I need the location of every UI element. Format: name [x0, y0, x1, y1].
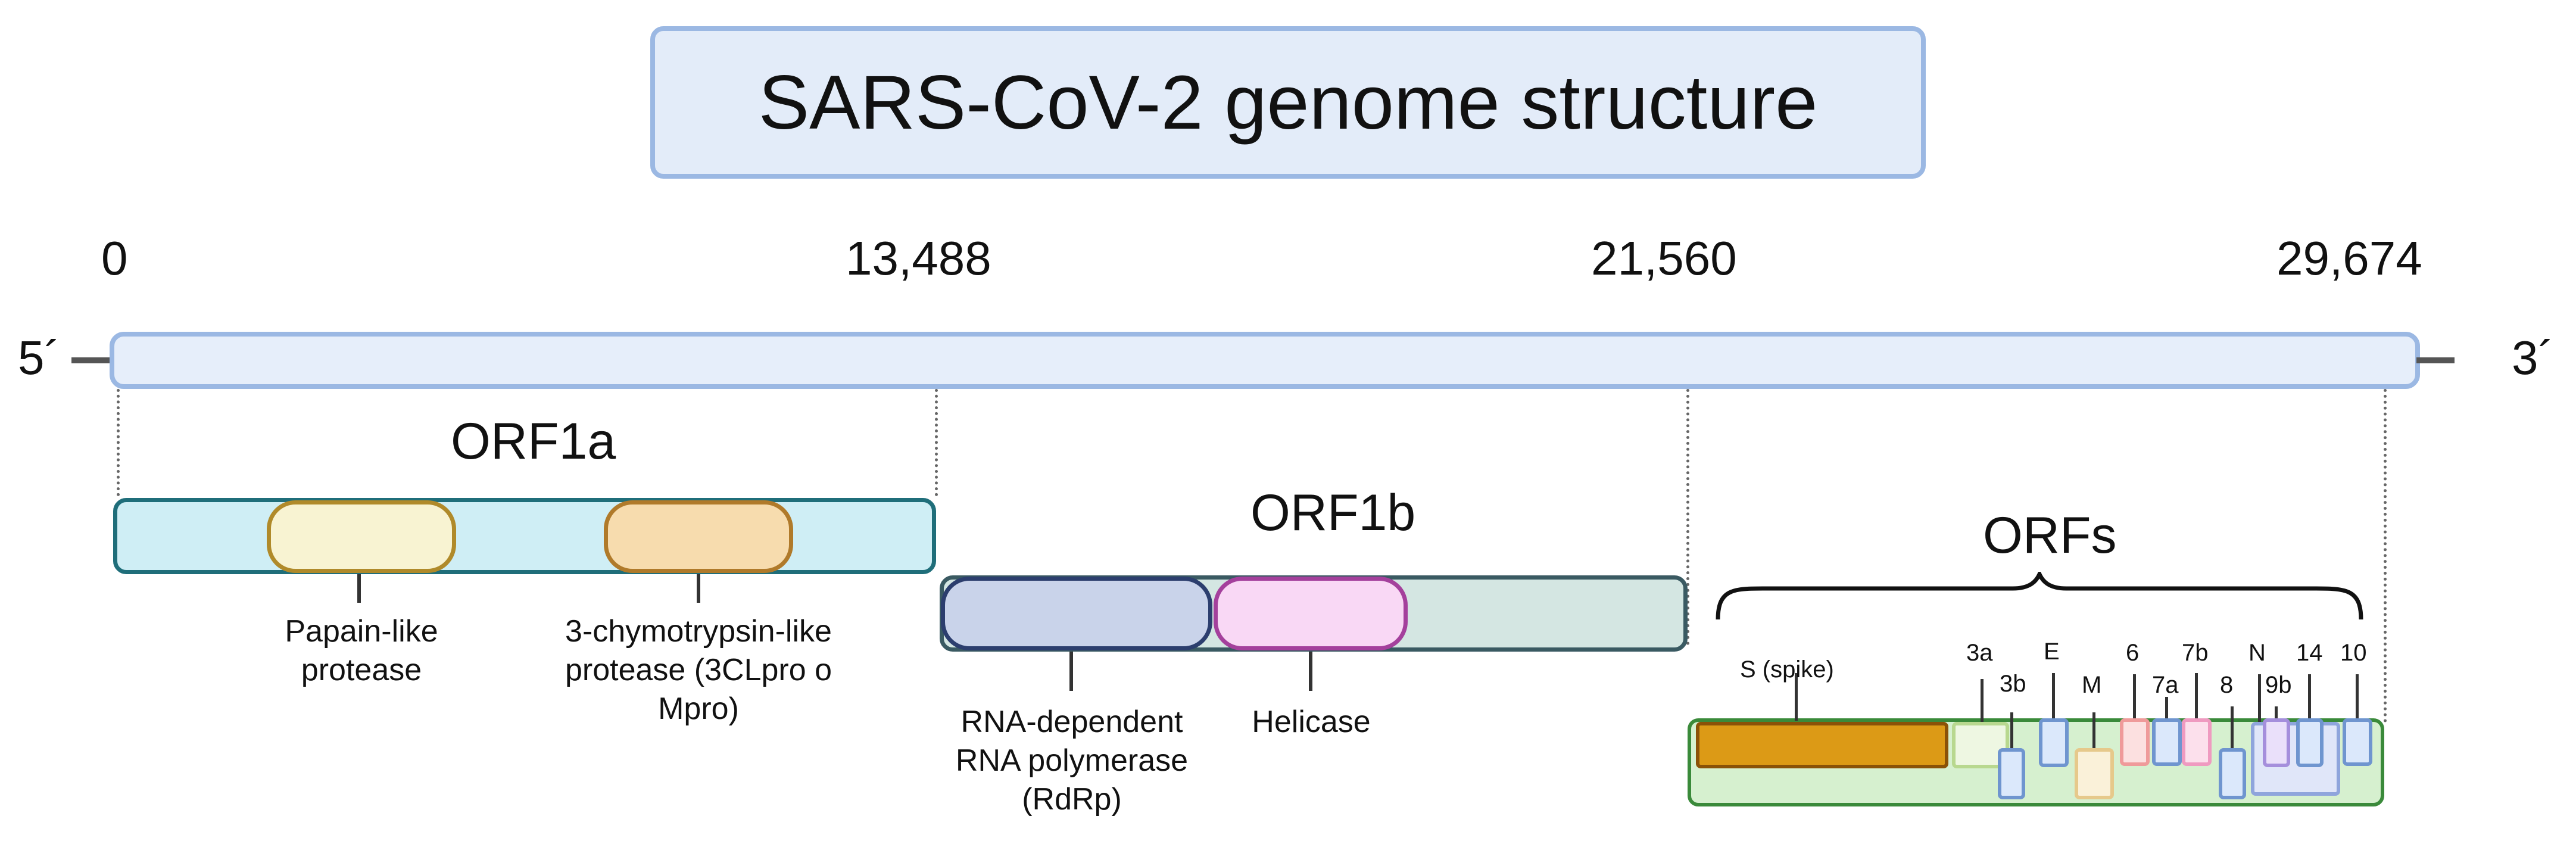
gene-3b-label: 3b	[2000, 671, 2026, 697]
gene-7b-tick	[2195, 673, 2198, 718]
gene-e	[2039, 718, 2069, 767]
orf1b-label: ORF1b	[1250, 484, 1416, 541]
helicase-domain	[1214, 577, 1408, 650]
coord-genome-end: 29,674	[2276, 232, 2422, 285]
gene-7a-tick	[2165, 697, 2168, 718]
spike-gene	[1696, 722, 1948, 768]
gene-e-label: E	[2044, 639, 2060, 665]
three-prime-line	[2416, 357, 2455, 363]
diagram-title: SARS-CoV-2 genome structure	[758, 60, 1818, 145]
gene-8	[2219, 748, 2246, 799]
gene-3b-tick	[2010, 712, 2013, 748]
gene-7b-label: 7b	[2182, 640, 2209, 666]
gene-10	[2343, 718, 2372, 766]
gene-m-label: M	[2082, 672, 2102, 698]
gene-6-label: 6	[2126, 640, 2140, 666]
orf1a-segment	[113, 498, 936, 574]
gene-7a	[2152, 718, 2182, 766]
papain-like-protease-label: Papain-like protease	[285, 614, 438, 687]
coord-start: 0	[101, 232, 128, 285]
gene-10-label: 10	[2340, 640, 2367, 666]
gene-6	[2120, 718, 2150, 766]
gene-14-tick	[2308, 674, 2311, 718]
gene-8-label: 8	[2220, 672, 2234, 698]
five-prime-label: 5´	[18, 331, 61, 384]
gene-m-tick	[2092, 712, 2095, 748]
gene-n-tick	[2258, 674, 2261, 722]
gene-9b-tick	[2275, 706, 2278, 718]
gene-9b	[2263, 718, 2290, 767]
gene-m	[2075, 748, 2114, 799]
helicase-label: Helicase	[1252, 705, 1371, 739]
gene-7a-label: 7a	[2152, 672, 2179, 698]
guide-line-start	[117, 389, 120, 496]
rdrp-tick	[1069, 652, 1073, 691]
coord-orf1b-end: 21,560	[1591, 232, 1737, 285]
three-prime-label: 3´	[2512, 331, 2555, 384]
spike-label: S (spike)	[1740, 656, 1834, 683]
five-prime-line	[71, 357, 113, 363]
helicase-tick	[1309, 652, 1312, 691]
mpro-tick	[697, 574, 700, 603]
mpro-domain	[604, 500, 793, 573]
gene-3a-label: 3a	[1966, 640, 1993, 666]
guide-line-genome-end	[2384, 389, 2387, 722]
rdrp-domain	[941, 577, 1212, 650]
gene-7b	[2182, 718, 2212, 766]
gene-9b-label: 9b	[2265, 672, 2292, 698]
papain-like-protease-domain	[267, 500, 456, 573]
gene-14-label: 14	[2296, 640, 2323, 666]
gene-8-tick	[2231, 706, 2234, 748]
orf1a-label: ORF1a	[451, 413, 616, 470]
orfs-brace	[1716, 572, 2363, 620]
guide-line-orf1a-end	[935, 389, 938, 496]
papain-tick	[357, 574, 361, 603]
gene-3b	[1998, 748, 2025, 799]
title-box: SARS-CoV-2 genome structure	[650, 26, 1926, 179]
gene-10-tick	[2356, 674, 2359, 718]
guide-line-orf1b-end	[1686, 389, 1689, 645]
spike-tick	[1795, 673, 1798, 721]
mpro-label: 3-chymotrypsin-like protease (3CLpro o M…	[565, 614, 832, 726]
gene-3a-tick	[1981, 679, 1984, 722]
gene-14	[2296, 718, 2324, 767]
rdrp-label: RNA-dependent RNA polymerase (RdRp)	[955, 705, 1189, 817]
orfs-label: ORFs	[1983, 507, 2117, 564]
gene-6-tick	[2133, 674, 2136, 718]
coord-orf1a-end: 13,488	[846, 232, 991, 285]
gene-n-label: N	[2248, 640, 2266, 666]
genome-bar	[110, 332, 2420, 389]
gene-e-tick	[2052, 673, 2055, 718]
